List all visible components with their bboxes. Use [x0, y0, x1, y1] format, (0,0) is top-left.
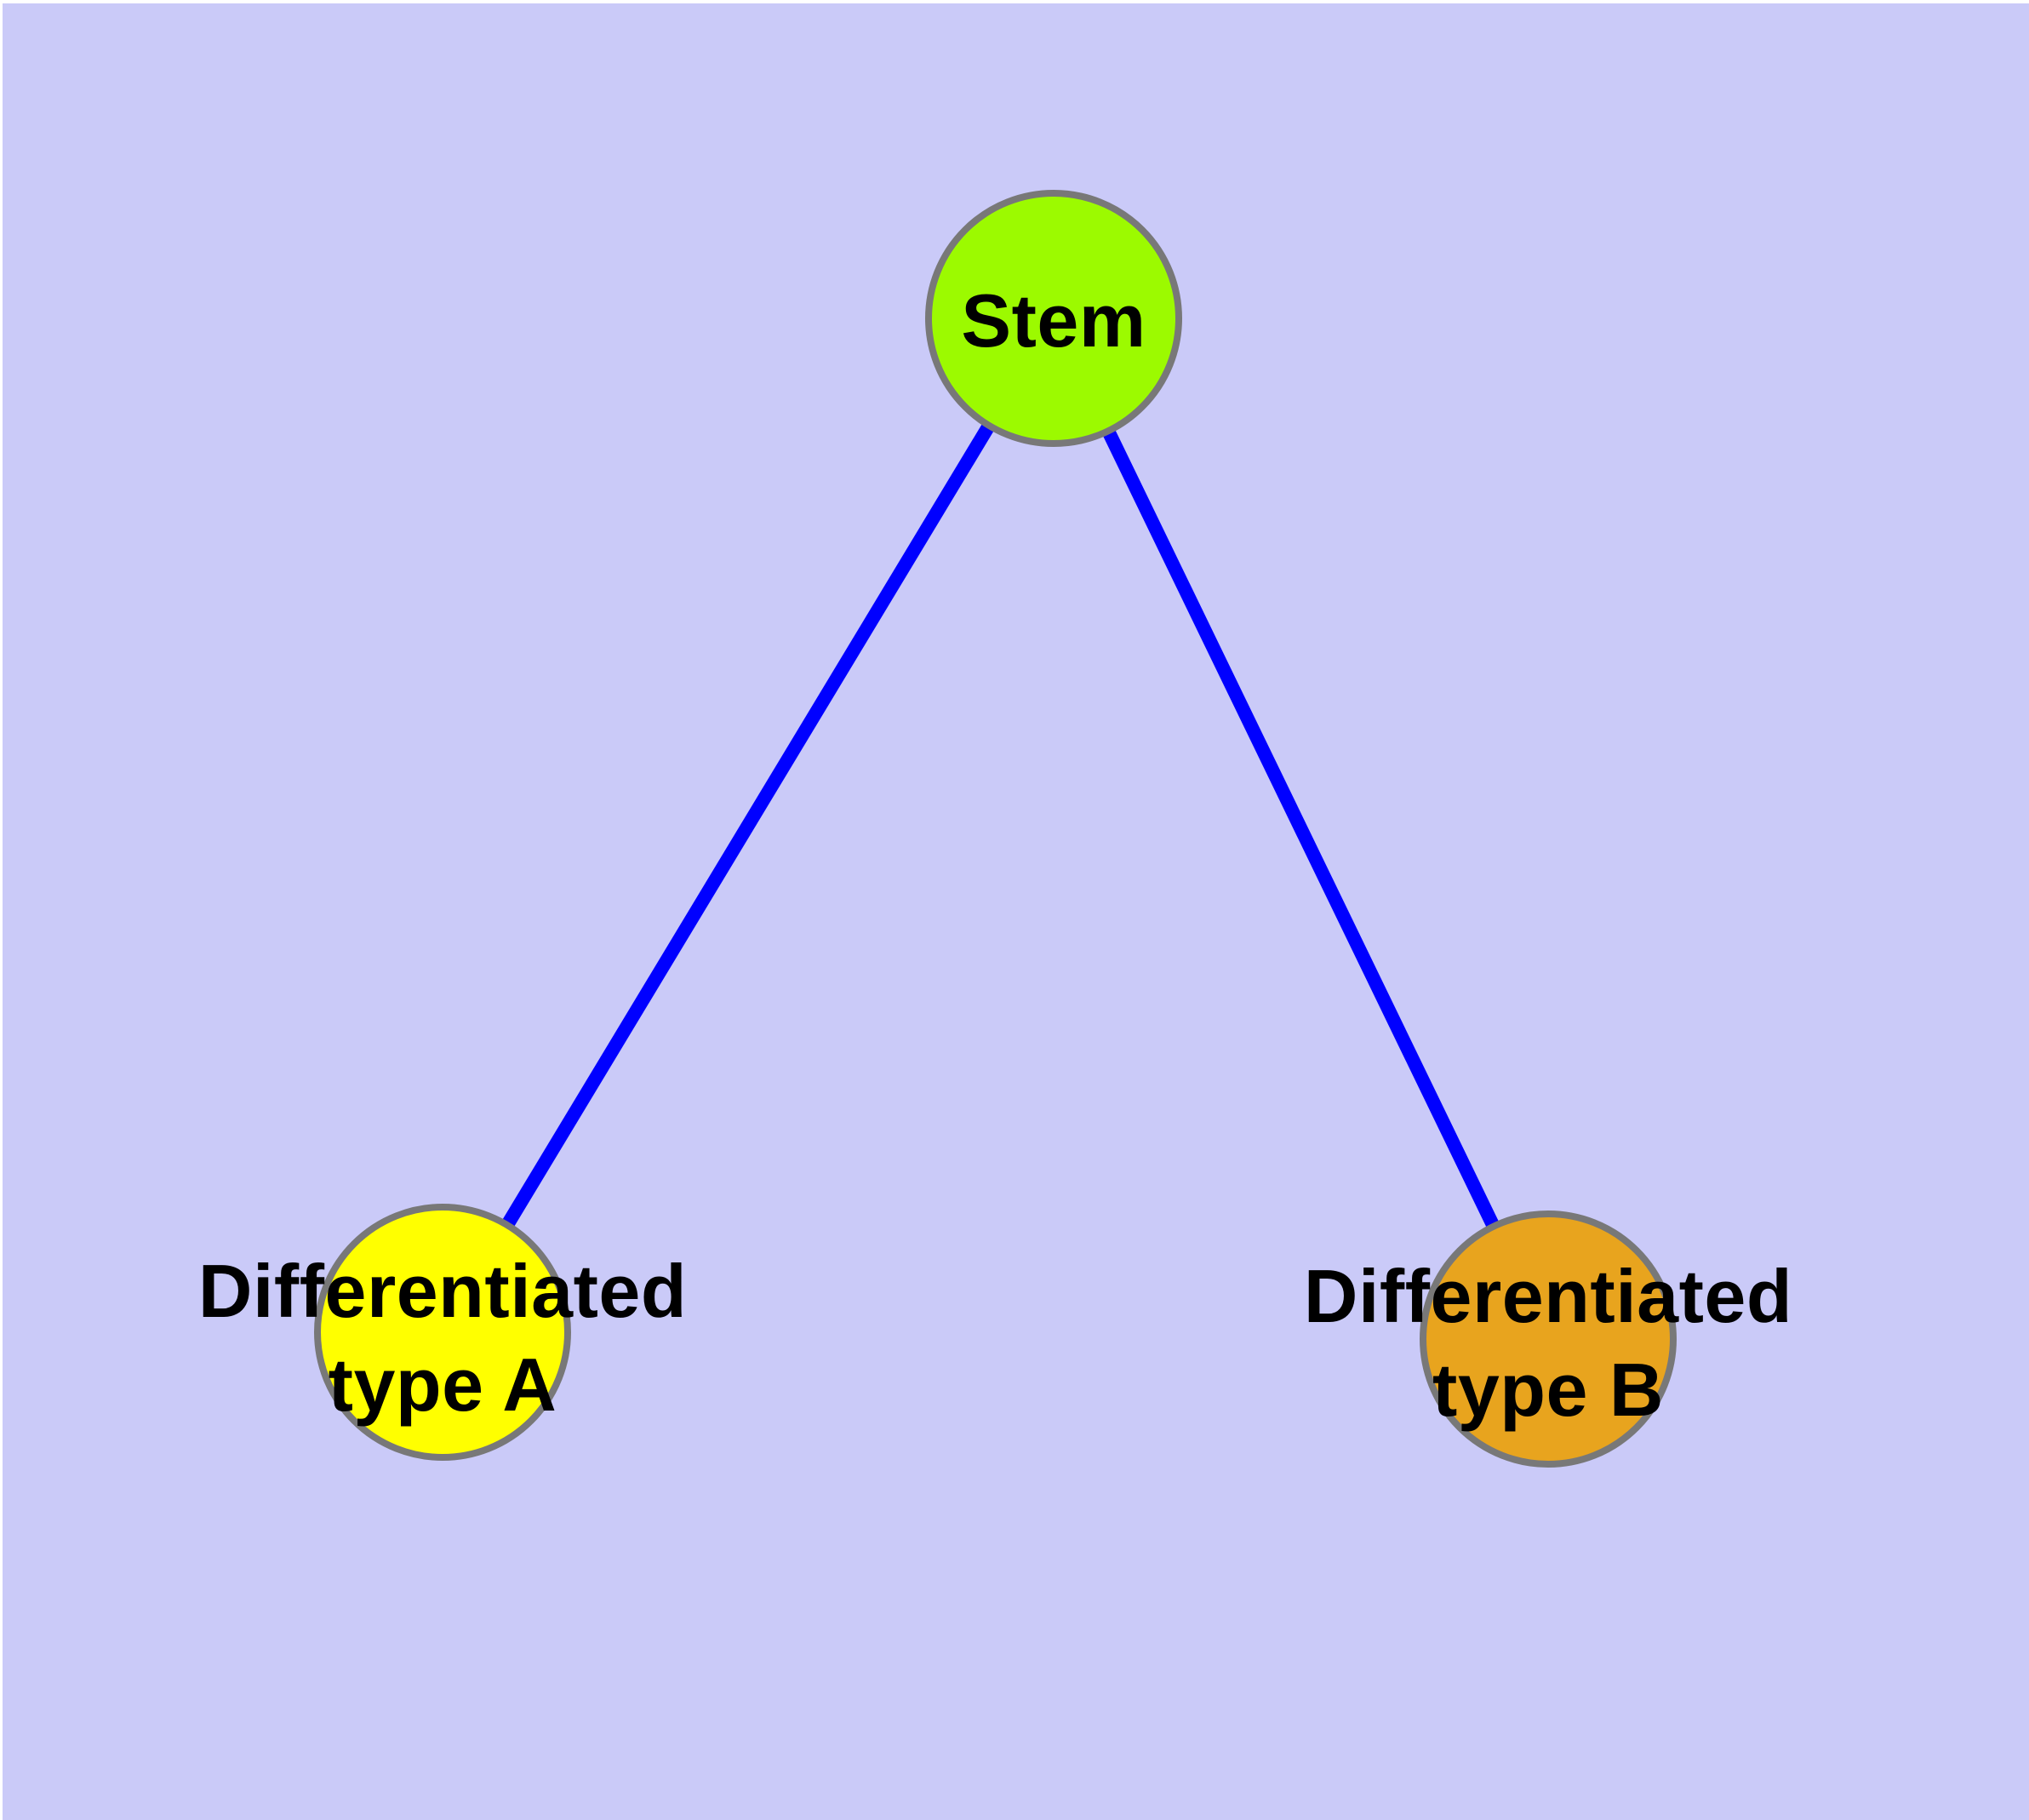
node-label-line: Differentiated — [197, 1249, 688, 1333]
node-label-type-b: Differentiated type B — [1304, 1250, 1792, 1437]
node-label-stem: Stem — [961, 274, 1146, 368]
node-label-line: type A — [328, 1342, 557, 1427]
node-label-line: Stem — [961, 278, 1146, 363]
edge-stem-to-type-a — [437, 314, 1060, 1336]
node-type-b — [1420, 1210, 1677, 1468]
node-label-type-a: Differentiated type A — [198, 1245, 687, 1432]
node-label-line: Differentiated — [1303, 1254, 1793, 1338]
edge-stem-to-type-b — [1047, 315, 1555, 1342]
node-type-a — [314, 1204, 571, 1461]
node-stem — [925, 190, 1182, 447]
node-label-line: type B — [1432, 1348, 1664, 1432]
